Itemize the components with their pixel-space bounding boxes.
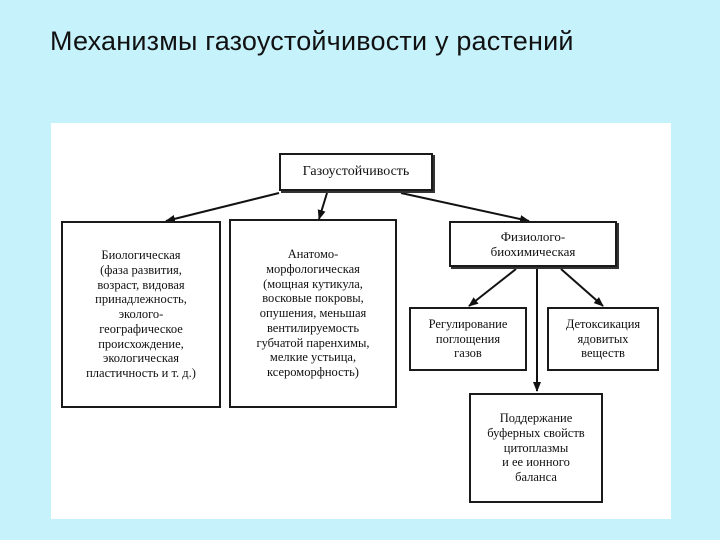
arrow-to-anatomical	[317, 192, 328, 220]
sub-buffer-line: Поддержание	[499, 411, 573, 426]
branch-anatomical-line: ксероморфность)	[267, 365, 359, 380]
sub-gas-regulation-line: Регулирование	[428, 316, 508, 331]
branch-anatomical-line: восковые покровы,	[262, 291, 364, 306]
branch-anatomical-line: (мощная кутикула,	[263, 276, 363, 291]
arrow-to-biological	[165, 192, 280, 223]
branch-biological-line: географическое	[99, 321, 183, 336]
arrow-to-gas-regulation	[468, 268, 517, 307]
branch-anatomical-line: морфологическая	[266, 261, 360, 276]
sub-gas-regulation: Регулирование поглощения газов	[409, 307, 527, 371]
branch-anatomical: Анатомо- морфологическая (мощная кутикул…	[229, 219, 397, 408]
branch-biological-line: принадлежность,	[95, 292, 187, 307]
arrow-to-detox	[560, 268, 604, 307]
branch-physiological: Физиолого- биохимическая	[449, 221, 617, 267]
branch-biological-line: Биологическая	[101, 248, 181, 263]
root-label: Газоустойчивость	[302, 163, 410, 179]
sub-buffer-line: буферных свойств	[487, 425, 585, 440]
sub-detox-line: веществ	[581, 346, 625, 361]
sub-gas-regulation-line: газов	[454, 346, 482, 361]
branch-biological-line: происхождение,	[98, 336, 184, 351]
branch-physiological-line: биохимическая	[490, 244, 576, 259]
sub-detox: Детоксикация ядовитых веществ	[547, 307, 659, 371]
arrow-to-physiological	[400, 192, 530, 223]
sub-buffer-line: и ее ионного	[502, 455, 570, 470]
root-box: Газоустойчивость	[279, 153, 433, 191]
branch-anatomical-line: опушения, меньшая	[259, 306, 367, 321]
sub-detox-line: Детоксикация	[565, 316, 641, 331]
branch-biological-line: экологическая	[102, 351, 180, 366]
branch-anatomical-line: Анатомо-	[287, 247, 339, 262]
branch-biological-line: (фаза развития,	[100, 262, 182, 277]
diagram-panel: Газоустойчивость Биологическая (фаза раз…	[51, 123, 671, 519]
sub-buffer-line: цитоплазмы	[503, 440, 569, 455]
branch-biological-line: возраст, видовая	[97, 277, 185, 292]
branch-anatomical-line: вентилируемость	[266, 320, 360, 335]
branch-biological: Биологическая (фаза развития, возраст, в…	[61, 221, 221, 408]
sub-buffer-line: баланса	[515, 470, 557, 485]
sub-detox-line: ядовитых	[577, 331, 629, 346]
branch-anatomical-line: губчатой паренхимы,	[256, 335, 370, 350]
sub-gas-regulation-line: поглощения	[435, 331, 501, 346]
sub-buffer: Поддержание буферных свойств цитоплазмы …	[469, 393, 603, 503]
branch-physiological-line: Физиолого-	[500, 228, 566, 244]
branch-biological-line: эколого-	[118, 307, 164, 322]
diagram-connectors	[165, 192, 604, 392]
branch-anatomical-line: мелкие устьица,	[269, 350, 357, 365]
branch-biological-line: пластичность и т. д.)	[86, 366, 196, 381]
slide-title: Механизмы газоустойчивости у растений	[50, 26, 574, 56]
